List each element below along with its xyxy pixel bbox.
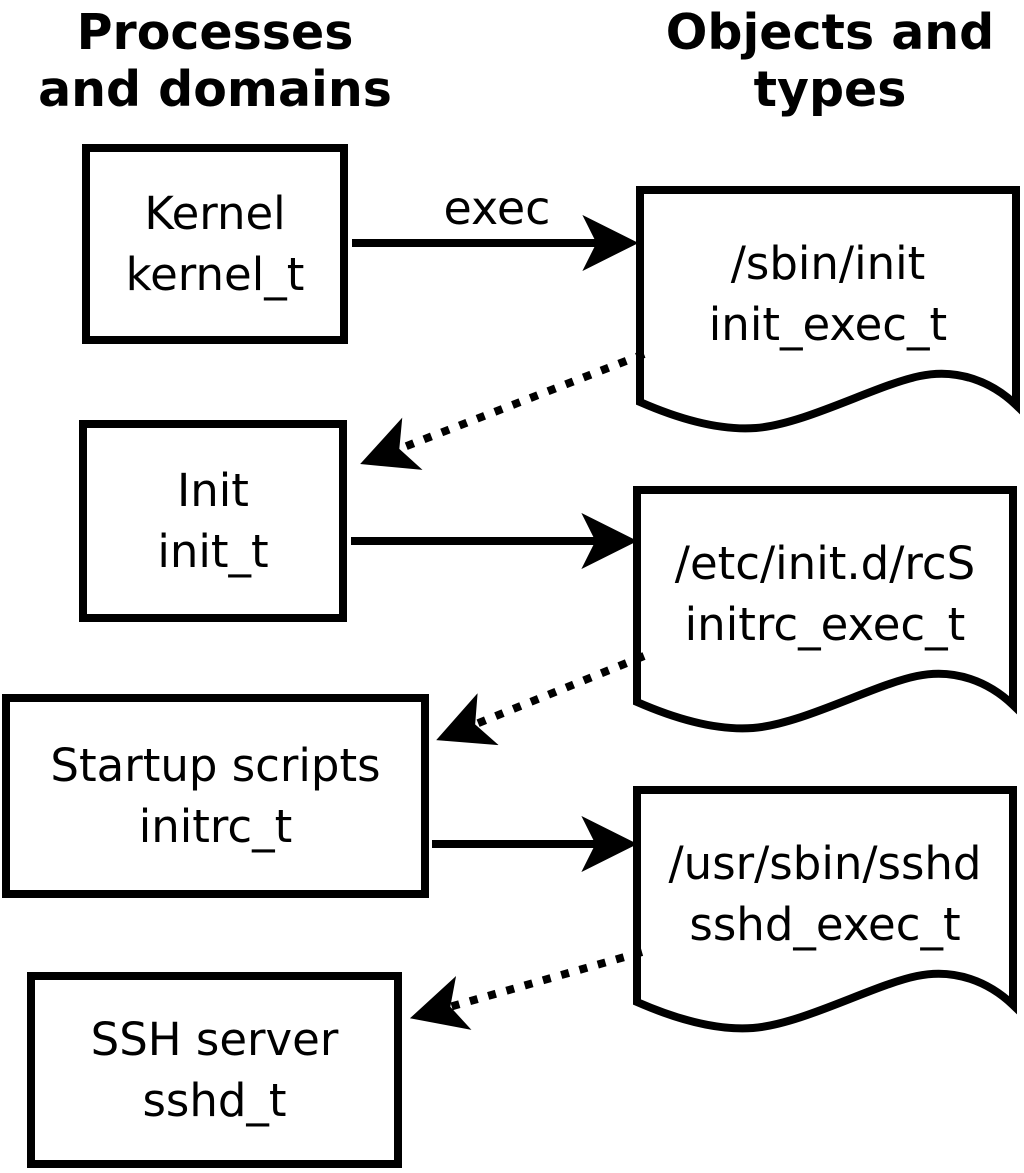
- header-line: Objects and: [665, 4, 995, 61]
- arrow-transition-sshd-exec-to-ssh-server: [409, 948, 644, 1030]
- process-name: SSH server: [90, 1013, 339, 1066]
- header-line: and domains: [38, 61, 392, 118]
- header-line: types: [753, 61, 907, 118]
- process-node-startup-scripts: Startup scripts initrc_t: [2, 694, 429, 898]
- header-objects-and-types: Objects and types: [615, 4, 1024, 118]
- object-type: sshd_exec_t: [689, 898, 961, 951]
- process-name: Init: [177, 464, 249, 517]
- document-shape-icon: [633, 786, 1017, 1033]
- process-domain-type: initrc_t: [138, 800, 293, 853]
- object-node-usr-sbin-sshd: /usr/sbin/sshd sshd_exec_t: [633, 786, 1017, 1038]
- object-type: initrc_exec_t: [684, 598, 966, 651]
- process-domain-type: sshd_t: [142, 1074, 287, 1127]
- edge-label-exec: exec: [443, 181, 551, 235]
- object-type: init_exec_t: [708, 298, 948, 351]
- arrow-transition-rcs-to-startup-scripts: [436, 652, 646, 746]
- document-shape-icon: [633, 486, 1017, 733]
- object-path: /etc/init.d/rcS: [674, 537, 976, 590]
- process-name: Kernel: [144, 187, 286, 240]
- object-node-etc-initd-rcs: /etc/init.d/rcS initrc_exec_t: [633, 486, 1017, 738]
- object-path: /sbin/init: [730, 237, 926, 290]
- arrow-transition-sbin-init-to-init: [360, 350, 646, 470]
- process-domain-type: kernel_t: [125, 248, 305, 301]
- object-node-sbin-init: /sbin/init init_exec_t: [636, 186, 1020, 438]
- process-domain-type: init_t: [157, 525, 269, 578]
- header-line: Processes: [76, 4, 354, 61]
- process-node-init: Init init_t: [79, 420, 347, 622]
- process-node-ssh-server: SSH server sshd_t: [27, 972, 402, 1168]
- process-node-kernel: Kernel kernel_t: [82, 144, 348, 344]
- object-path: /usr/sbin/sshd: [668, 837, 982, 890]
- process-name: Startup scripts: [50, 739, 381, 792]
- document-shape-icon: [636, 186, 1020, 433]
- header-processes-and-domains: Processes and domains: [0, 4, 430, 118]
